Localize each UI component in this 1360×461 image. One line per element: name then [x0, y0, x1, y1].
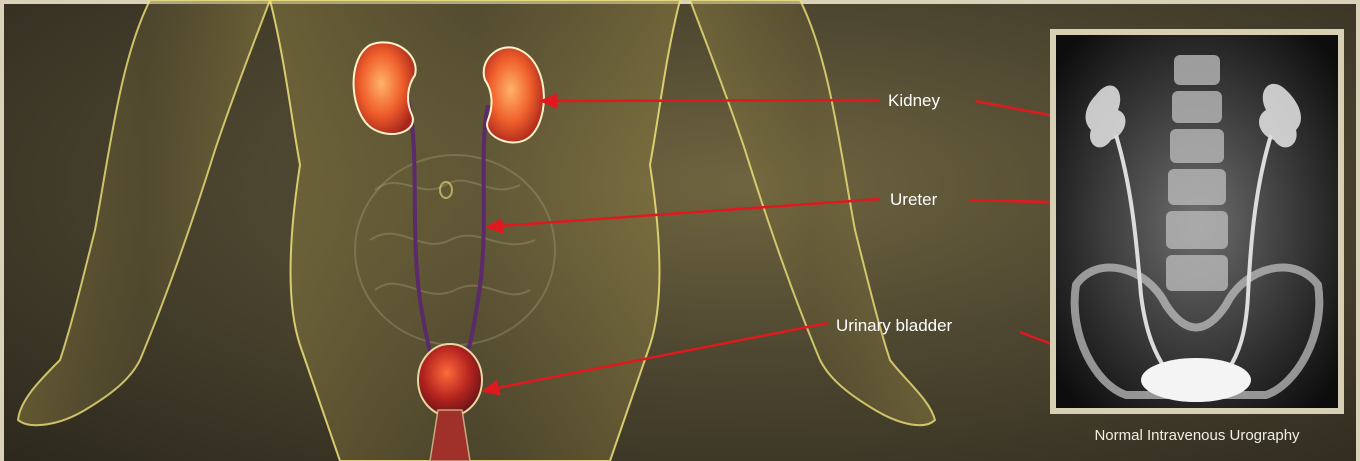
left-arm-outline	[18, 0, 270, 425]
xray-bladder	[1141, 358, 1251, 402]
arrow-kidney-left	[555, 100, 880, 101]
bladder	[418, 344, 482, 416]
kidney-label: Kidney	[888, 91, 940, 111]
urography-xray	[1056, 35, 1338, 408]
xray-caption: Normal Intravenous Urography	[1034, 427, 1360, 444]
right-arm-outline	[690, 0, 935, 425]
xray-image	[1056, 35, 1338, 408]
urinary-bladder-label: Urinary bladder	[836, 316, 952, 336]
xray-frame	[1050, 29, 1344, 414]
ureter-label: Ureter	[890, 190, 937, 210]
right-kidney	[484, 47, 544, 142]
arrow-kidney-right	[975, 101, 1060, 117]
left-kidney	[354, 42, 416, 134]
